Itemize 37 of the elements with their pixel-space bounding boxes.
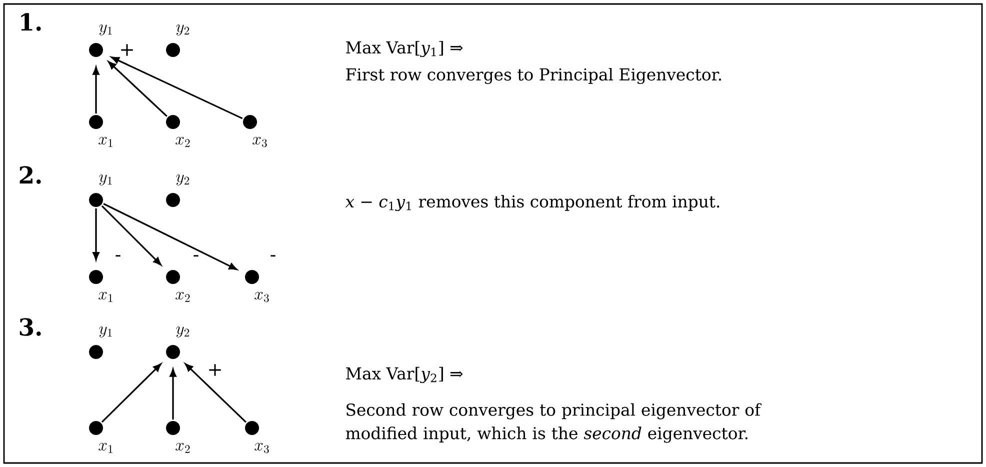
- variable-label: $y_1$: [99, 24, 112, 36]
- variable-label: $x_3$: [254, 442, 269, 454]
- sign-label: +: [121, 44, 133, 56]
- variable-label: $x_3$: [252, 136, 267, 148]
- variable-label: $x_2$: [176, 136, 190, 147]
- variable-label: $x_3$: [254, 292, 269, 302]
- sign-label: -: [270, 255, 276, 257]
- arrow: [92, 66, 100, 114]
- description-text: Second row converges to principal eigenvector of modified input, which is the second eigenvector.: [346, 403, 762, 443]
- variable-label: $x_2$: [176, 442, 190, 453]
- arrow: [184, 363, 247, 423]
- variable-label: $x_1$: [98, 292, 112, 302]
- arrow: [108, 61, 168, 117]
- variable-label: $x_1$: [98, 442, 112, 453]
- panel-number: 2.: [20, 166, 41, 184]
- panel-number: 1.: [21, 13, 41, 31]
- variable-label: $y_2$: [176, 174, 190, 186]
- panel-number: 3.: [20, 318, 41, 336]
- sign-label: -: [116, 255, 120, 257]
- arrow: [103, 202, 237, 270]
- description-text: First row converges to Principal Eigenvector.: [346, 68, 722, 84]
- variable-label: $y_2$: [176, 326, 190, 338]
- variable-label: $y_1$: [99, 326, 112, 338]
- arrow: [101, 364, 162, 423]
- description-text: Max Var[y$_{1}$] ⇒: [346, 40, 463, 58]
- variable-label: $x_1$: [98, 136, 112, 147]
- variable-label: $y_1$: [99, 174, 112, 186]
- sign-label: -: [194, 255, 198, 257]
- arrow: [111, 56, 243, 120]
- arrow: [101, 205, 162, 266]
- arrow: [170, 368, 176, 420]
- sign-label: +: [209, 364, 221, 376]
- variable-label: $y_2$: [176, 24, 190, 36]
- arrow: [92, 208, 100, 260]
- description-text: x − c$_{1}$y$_{1}$ removes this component from input.: [345, 194, 720, 212]
- description-text: Max Var[y$_{2}$] ⇒: [346, 366, 463, 384]
- variable-label: $x_2$: [176, 292, 190, 302]
